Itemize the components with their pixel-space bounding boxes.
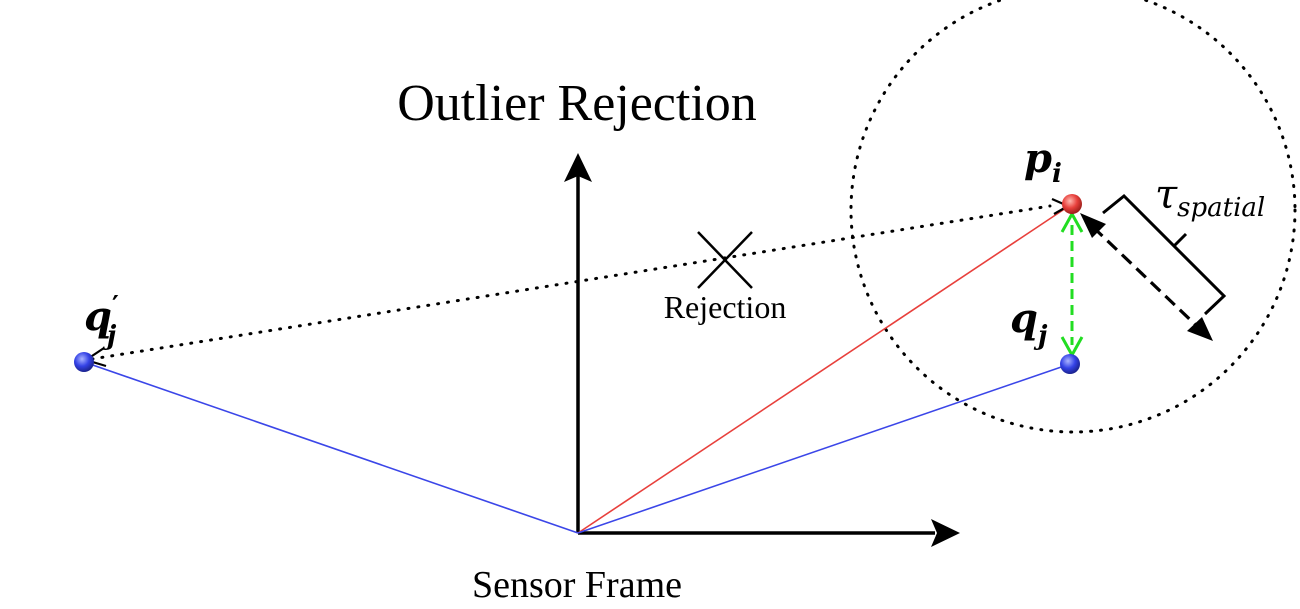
- rejected-correspondence-line: [90, 204, 1052, 361]
- ray-to-p-i: [577, 203, 1073, 534]
- point-p-i: [1062, 194, 1082, 214]
- label-q-j: qj: [1010, 295, 1048, 351]
- threshold-circle: [849, 0, 1297, 434]
- ray-to-q-j: [577, 363, 1071, 534]
- diagram-title: Outlier Rejection: [397, 75, 757, 132]
- sensor-frame-label: Sensor Frame: [472, 564, 682, 606]
- x-axis-arrowhead: [931, 519, 960, 547]
- tau-spatial-bracket: [1102, 193, 1227, 316]
- rejection-label: Rejection: [664, 289, 787, 325]
- ray-to-q-j-prime: [83, 361, 579, 534]
- sensor-frame-axes: [564, 153, 960, 547]
- tau-spatial-arrow: [1080, 213, 1213, 341]
- point-q-j: [1060, 354, 1080, 374]
- point-q-j-prime: [74, 352, 94, 372]
- y-axis-arrowhead: [564, 153, 592, 182]
- accepted-correspondence: [1060, 210, 1084, 359]
- label-q-j-prime: q′j: [84, 291, 119, 351]
- label-p-i: pi: [1024, 135, 1062, 189]
- rejection-cross-icon: [697, 231, 753, 289]
- label-tau-spatial: τspatial: [1155, 172, 1265, 223]
